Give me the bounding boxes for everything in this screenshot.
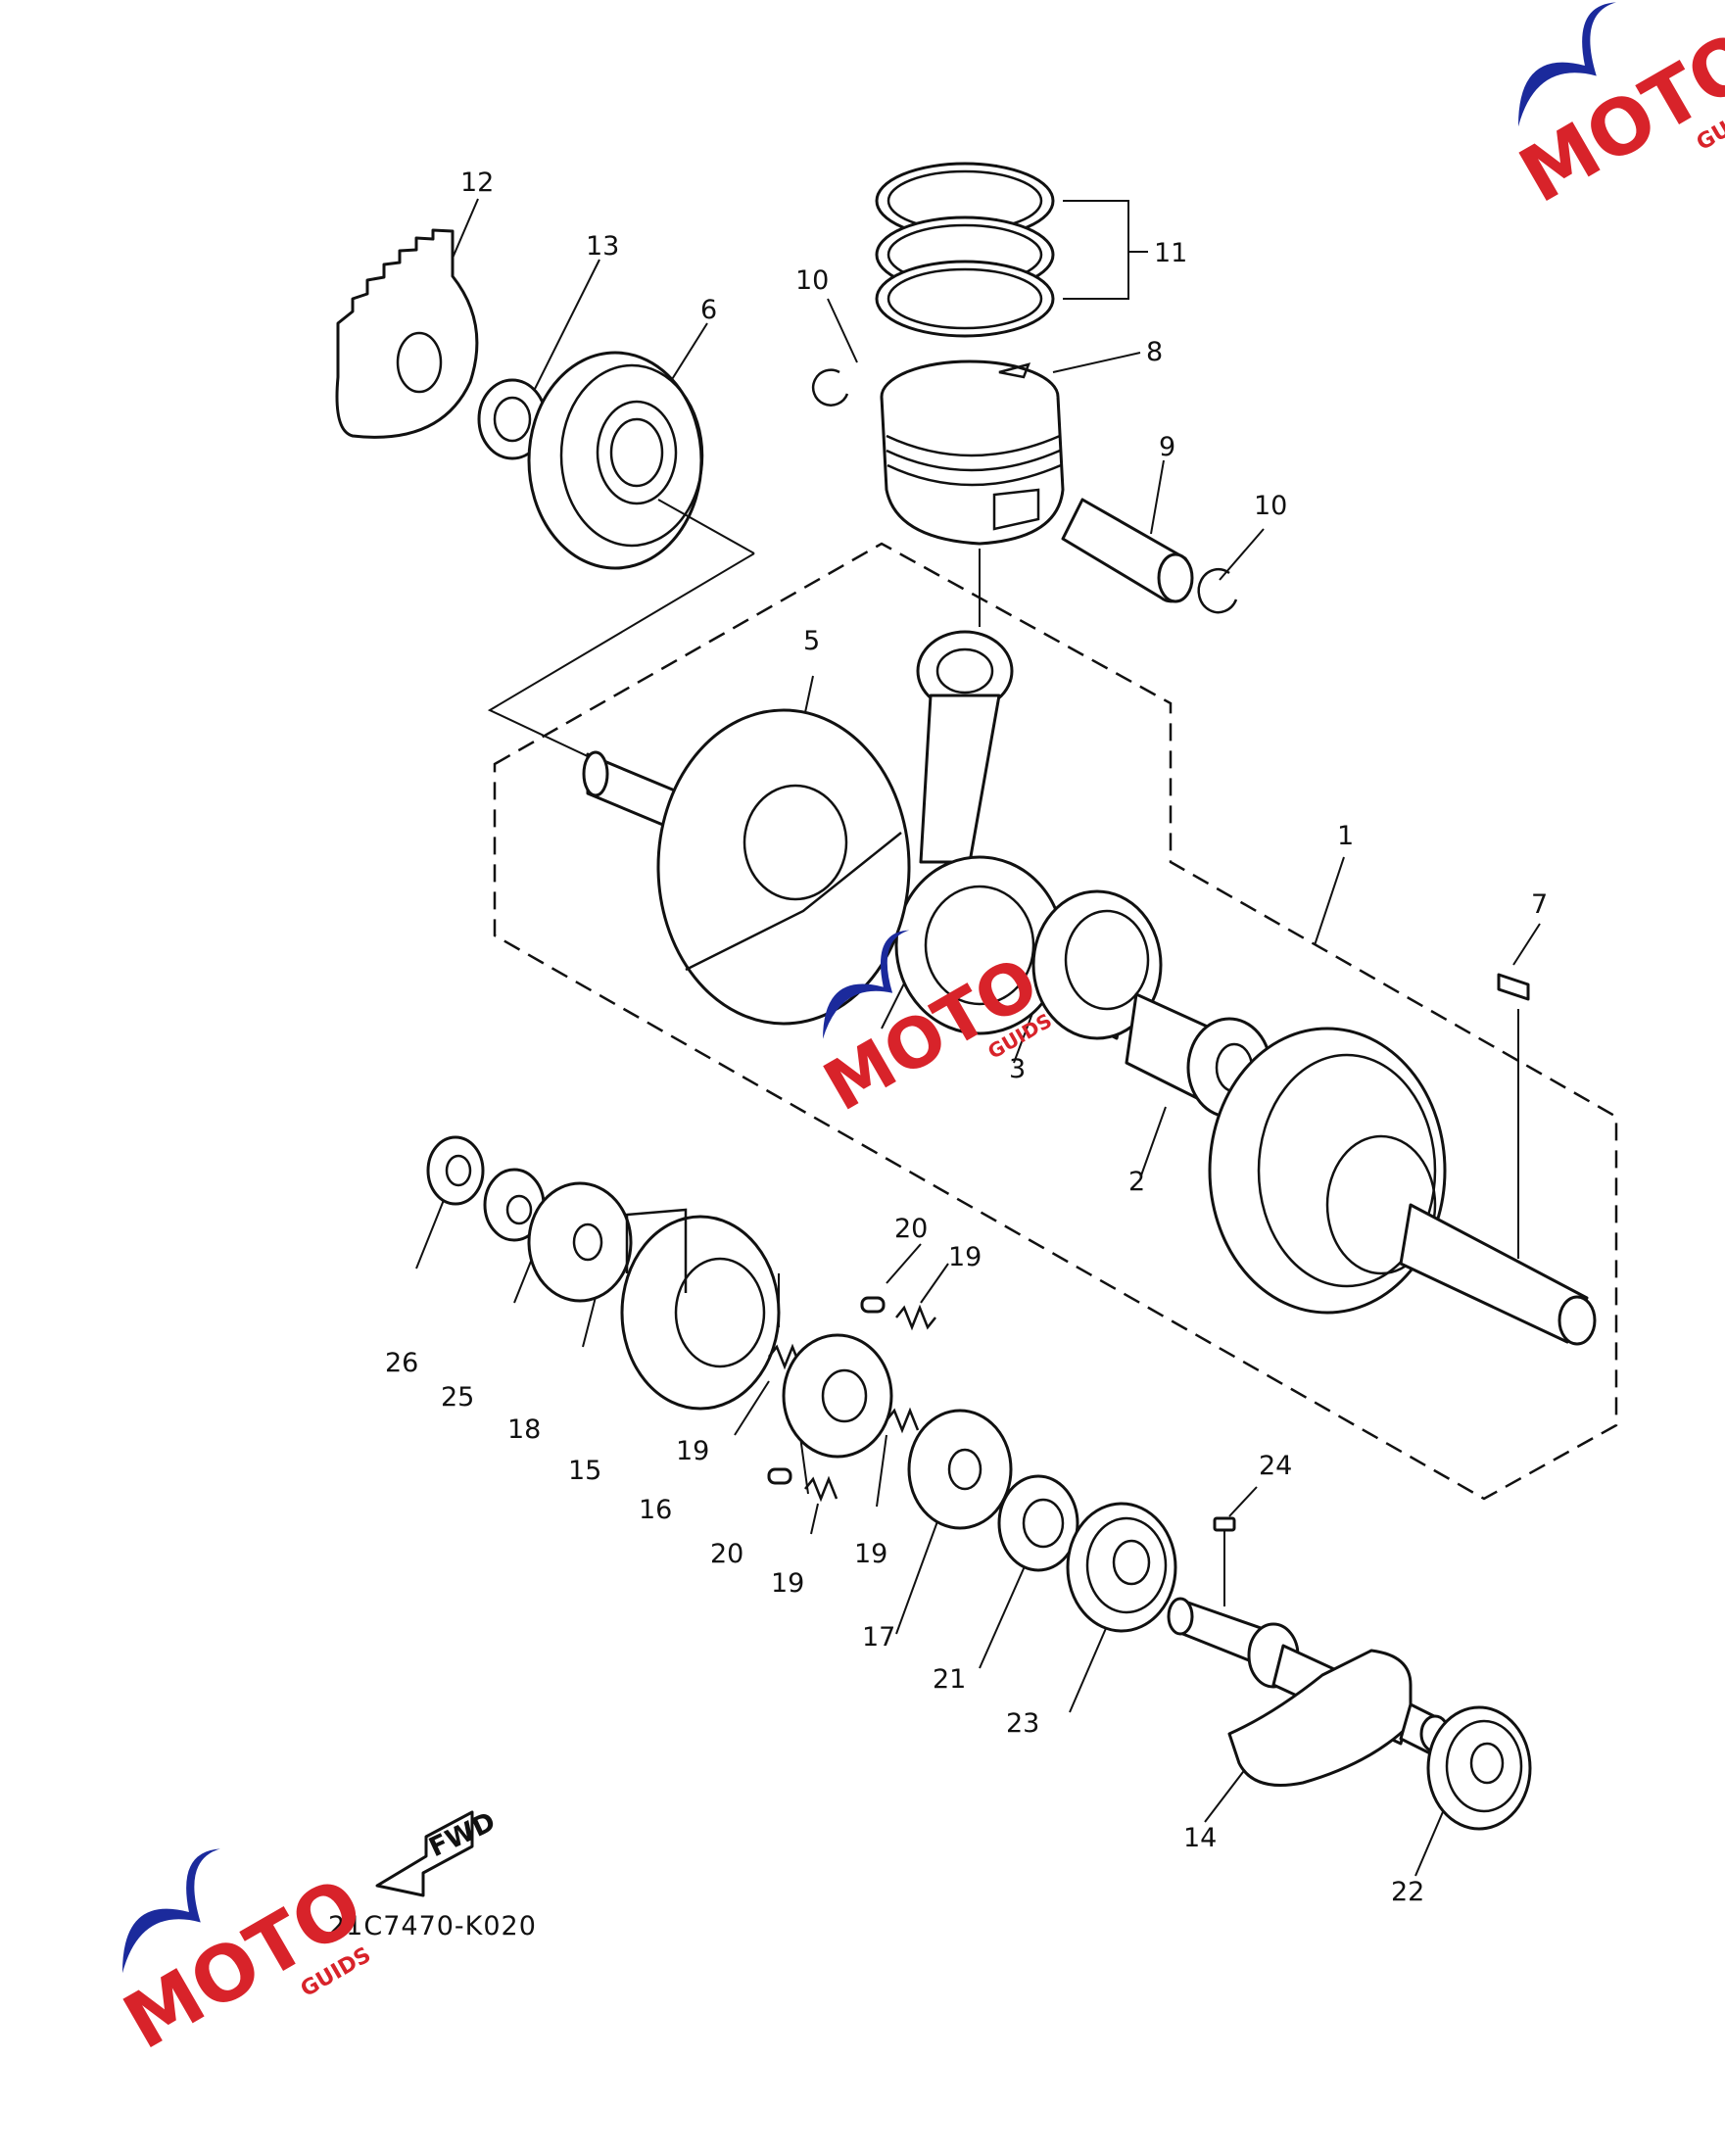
callout-8: 8 — [1146, 337, 1163, 367]
callout-14: 14 — [1183, 1823, 1217, 1853]
callout-10b: 10 — [1254, 491, 1287, 521]
callout-16: 16 — [639, 1495, 672, 1525]
callout-7: 7 — [1531, 889, 1548, 920]
part-12-gear — [335, 228, 479, 439]
callout-19c: 19 — [771, 1568, 804, 1599]
part-26-nut — [426, 1135, 485, 1206]
assembly-boundary — [493, 542, 1618, 1501]
part-22-bearing — [1426, 1705, 1532, 1831]
part-20-pin — [767, 1296, 886, 1485]
part-21-spacer — [997, 1474, 1079, 1572]
moto-guids-logo-top-right: MOTO GUIDS — [1506, 2, 1725, 220]
callout-11: 11 — [1154, 238, 1187, 268]
callout-12: 12 — [460, 168, 494, 198]
callout-21: 21 — [933, 1664, 966, 1695]
callout-19d: 19 — [854, 1539, 887, 1569]
part-14-balancer-shaft — [1167, 1597, 1451, 1787]
part-3-needle-bearing — [1031, 889, 1163, 1040]
part-1-crank-web-right — [1208, 1027, 1597, 1346]
callout-18: 18 — [507, 1414, 541, 1445]
callout-15: 15 — [568, 1456, 601, 1486]
part-17-washer — [907, 1409, 1013, 1530]
part-15-drive-gear — [620, 1208, 781, 1411]
moto-guids-logo-bottom-left: MOTO GUIDS — [110, 1848, 377, 2067]
callout-1: 1 — [1337, 821, 1354, 851]
part-11-piston-rings — [875, 162, 1055, 338]
fwd-label: FWD — [424, 1806, 500, 1863]
logo-wordmark: MOTO — [1506, 15, 1725, 220]
part-18-plate — [527, 1181, 633, 1303]
part-8-piston — [880, 359, 1065, 546]
callout-26: 26 — [385, 1348, 418, 1378]
part-6-bearing — [527, 351, 755, 570]
callout-9: 9 — [1159, 432, 1175, 462]
callout-22: 22 — [1391, 1877, 1424, 1907]
callout-20a: 20 — [894, 1214, 928, 1244]
callout-3: 3 — [1009, 1054, 1026, 1084]
part-code: 21C7470-K020 — [328, 1911, 537, 1941]
part-24-key — [1213, 1516, 1236, 1532]
connecting-rod — [894, 630, 1065, 1035]
part-9-piston-pin — [1061, 498, 1194, 603]
part-5-crank-web-left — [582, 708, 911, 1026]
callout-25: 25 — [441, 1382, 474, 1413]
part-16-hub — [782, 1333, 893, 1459]
callout-20b: 20 — [710, 1539, 743, 1569]
part-10-circlip — [811, 368, 1238, 614]
callout-23: 23 — [1006, 1708, 1039, 1739]
part-7-key — [1497, 973, 1530, 1001]
fwd-arrow-icon: FWD — [375, 1806, 500, 1897]
callout-17: 17 — [862, 1622, 895, 1653]
callout-labels: 12 13 6 10 11 8 9 10 5 1 7 3 2 20 19 26 … — [385, 168, 1548, 1907]
callout-6: 6 — [700, 295, 717, 325]
callout-5: 5 — [803, 626, 820, 656]
part-19-spring — [768, 1304, 936, 1503]
callout-24: 24 — [1259, 1451, 1292, 1481]
callout-10a: 10 — [795, 265, 829, 296]
callout-2: 2 — [1128, 1167, 1145, 1197]
callout-19b: 19 — [676, 1436, 709, 1466]
callout-13: 13 — [586, 231, 619, 262]
callout-19a: 19 — [948, 1242, 982, 1272]
part-23-bearing — [1066, 1502, 1177, 1633]
